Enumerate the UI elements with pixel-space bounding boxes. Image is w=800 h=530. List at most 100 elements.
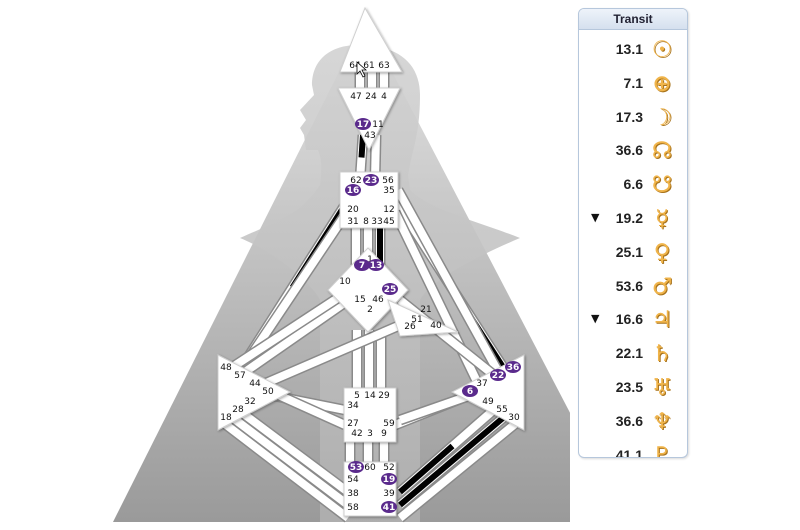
gate-number: 12 <box>383 205 394 215</box>
sacral-center <box>343 387 397 443</box>
gate-number: 40 <box>430 321 442 331</box>
gate-number: 55 <box>496 405 507 415</box>
gate-number: 1 <box>367 255 373 265</box>
gate-number: 47 <box>350 92 361 102</box>
transit-row: 6.6☋ <box>579 168 687 202</box>
transit-panel-title: Transit <box>579 9 687 30</box>
gate-number: 35 <box>383 186 394 196</box>
gate-number: 43 <box>364 131 375 141</box>
transit-row: 17.3 ☽ <box>579 101 687 135</box>
gate-number: 56 <box>382 176 394 186</box>
gate-number: 8 <box>363 217 369 227</box>
gate-number: 44 <box>249 379 261 389</box>
heart-center <box>387 299 459 337</box>
transit-value: 13.1 <box>615 41 643 57</box>
gate-number: 28 <box>232 405 244 415</box>
transit-value: 41.1 <box>615 446 643 458</box>
transit-row: ▼ 16.6 ♃ <box>579 303 687 337</box>
gate-number: 52 <box>383 463 394 473</box>
gate-number: 2 <box>367 305 373 315</box>
gate-number: 63 <box>378 61 389 71</box>
gate-number: 14 <box>364 391 376 401</box>
transit-row: 36.6 ☊ <box>579 134 687 168</box>
retrograde-arrow-icon: ▼ <box>591 312 600 326</box>
neptune-icon: ♆ <box>651 408 673 435</box>
channel <box>393 187 505 378</box>
gate-number: 37 <box>476 379 487 389</box>
transit-row: 13.1 ☉ <box>579 33 687 67</box>
channel <box>221 419 352 523</box>
pluto-icon: ♇ <box>651 442 673 458</box>
gate-number: 38 <box>347 489 359 499</box>
transit-value: 23.5 <box>615 379 643 395</box>
gate-number: 15 <box>354 295 365 305</box>
gate-number: 22 <box>492 371 505 381</box>
gate-number: 59 <box>383 419 395 429</box>
gate-number: 21 <box>420 305 431 315</box>
transit-row: 41.1 ♇ <box>579 439 687 458</box>
gate-number: 64 <box>349 61 361 71</box>
mars-icon: ♂ <box>651 273 673 300</box>
transit-row: 22.1♄ <box>579 337 687 371</box>
active-gate-marker <box>381 501 397 513</box>
channel <box>241 287 364 377</box>
transit-row: 7.1 ⊕ <box>579 67 687 101</box>
channel <box>396 407 514 510</box>
moon-icon: ☽ <box>651 104 673 131</box>
gate-number: 39 <box>383 489 395 499</box>
mouse-cursor-icon <box>356 61 368 78</box>
sun-icon: ☉ <box>651 37 673 63</box>
mercury-icon: ☿ <box>654 206 670 232</box>
jupiter-icon: ♃ <box>651 307 673 334</box>
transit-row: 25.1 ♀ <box>579 236 687 270</box>
active-gate-marker <box>355 118 371 130</box>
gate-number: 17 <box>357 120 370 130</box>
gate-number: 36 <box>507 363 520 373</box>
gate-number: 23 <box>365 176 378 186</box>
gate-number: 4 <box>381 92 387 102</box>
gate-number: 33 <box>371 217 382 227</box>
venus-icon: ♀ <box>653 239 671 266</box>
gate-number: 6 <box>467 387 473 397</box>
gate-number: 48 <box>220 363 232 373</box>
transit-value: 16.6 <box>615 311 643 328</box>
transit-row: ▼19.2☿ <box>579 202 687 236</box>
transit-value: 7.1 <box>623 74 643 91</box>
earth-icon: ⊕ <box>652 70 672 97</box>
active-gate-marker <box>348 461 364 473</box>
gate-number: 29 <box>378 391 390 401</box>
transit-value: 17.3 <box>615 108 643 125</box>
gate-number: 32 <box>244 397 255 407</box>
transit-value: 19.2 <box>615 210 643 226</box>
active-gate-marker <box>354 259 370 271</box>
gate-number: 18 <box>220 413 232 423</box>
channel <box>221 407 352 510</box>
gate-number: 53 <box>350 463 363 473</box>
north-node-icon: ☊ <box>651 138 673 165</box>
active-gate-marker <box>363 174 379 186</box>
ajna-center <box>337 87 401 152</box>
active-gate-marker <box>382 283 398 295</box>
gate-number: 42 <box>351 429 362 439</box>
gate-number: 58 <box>347 503 359 513</box>
transit-row: 23.5 ♅ <box>579 371 687 405</box>
gate-number: 50 <box>262 387 274 397</box>
gate-number: 27 <box>347 419 358 429</box>
active-gate-marker <box>381 473 397 485</box>
gate-number: 26 <box>404 322 416 332</box>
gate-number: 49 <box>482 397 494 407</box>
active-gate-marker <box>345 184 361 196</box>
gate-number: 11 <box>372 120 383 130</box>
gate-number: 9 <box>381 429 387 439</box>
gate-number: 19 <box>383 475 396 485</box>
uranus-icon: ♅ <box>651 375 673 401</box>
spleen-center <box>217 354 292 431</box>
gate-number: 41 <box>383 503 396 513</box>
transit-value: 36.6 <box>615 142 643 159</box>
transit-panel: Transit 13.1 ☉ 7.1 ⊕ 17.3 ☽ 36.6 ☊ 6.6☋ ▼ 19.2 ☿ 25.… <box>578 8 688 458</box>
transit-value: 25.1 <box>615 243 643 260</box>
gate-number: 46 <box>372 295 384 305</box>
gate-number: 45 <box>383 217 394 227</box>
gate-number: 10 <box>339 277 351 287</box>
